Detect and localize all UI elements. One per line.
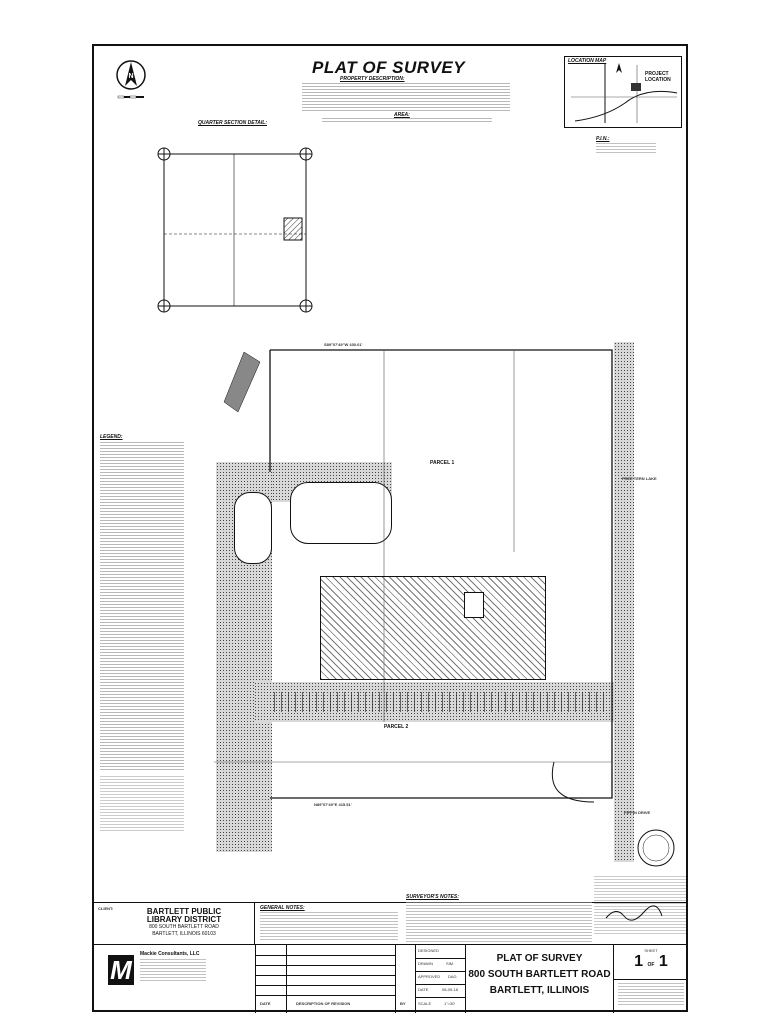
date-value: 08-09-18 — [442, 987, 459, 992]
site-plan: PARCEL 1 PARCEL 2 S89°07'49"W 430.01' N8… — [214, 342, 634, 862]
page-title: PLAT OF SURVEY — [312, 58, 466, 77]
parcel-2-label: PARCEL 2 — [384, 724, 409, 730]
parcel-1-label: PARCEL 1 — [430, 460, 455, 466]
client-address1: 800 SOUTH BARTLETT ROAD — [149, 924, 219, 930]
title-block: M Mackie Consultants, LLC DATE DESCRIPTI… — [94, 944, 688, 1013]
revision-table: DATE DESCRIPTION OF REVISION — [256, 945, 396, 1013]
revision-by-col: BY — [400, 1001, 406, 1006]
sheet-total: 1 — [658, 953, 668, 970]
parking-stalls — [274, 692, 604, 712]
designed-label: DESIGNED — [418, 948, 439, 953]
sheet-block: SHEET 1 OF 1 — [614, 945, 688, 1013]
property-boundary — [214, 349, 613, 803]
approved-label: APPROVED — [418, 974, 441, 979]
revision-desc-col: DESCRIPTION OF REVISION — [296, 1001, 351, 1006]
north-arrow-icon: N — [116, 60, 146, 99]
client-name-line1: BARTLETT PUBLIC — [146, 907, 222, 916]
plat-sheet: N PLAT OF SURVEY PROPERTY DESCRIPTION: A… — [92, 44, 688, 1013]
approved-value: DAG — [448, 974, 457, 979]
sheet-label: SHEET — [644, 948, 658, 953]
location-map: LOCATION MAP PROJECT LOCATION — [564, 56, 682, 128]
property-description-heading: PROPERTY DESCRIPTION: — [340, 76, 405, 82]
certificate-text — [594, 876, 686, 936]
north-line-dimension: S89°07'49"W 430.01' — [324, 342, 363, 347]
project-title-block: PLAT OF SURVEY 800 SOUTH BARTLETT ROAD B… — [466, 945, 614, 1013]
scale-value: 1"=30' — [444, 1001, 456, 1006]
pin-heading: P.I.N.: — [596, 136, 610, 142]
surveyors-notes-heading: SURVEYOR'S NOTES: — [406, 894, 459, 900]
signature-icon — [605, 905, 663, 921]
building-footprint — [320, 576, 546, 680]
client-block: BARTLETT PUBLIC LIBRARY DISTRICT 800 SOU… — [116, 907, 252, 938]
drawn-label: DRAWN — [418, 961, 433, 966]
quarter-section-diagram — [157, 147, 313, 313]
firm-logo: M — [108, 955, 134, 985]
general-notes-text — [260, 912, 398, 942]
firm-block: M Mackie Consultants, LLC — [94, 945, 256, 1013]
client-address2: BARTLETT, ILLINOIS 60103 — [152, 931, 216, 937]
project-location-label: PROJECT LOCATION — [645, 71, 671, 83]
location-map-icon — [571, 63, 678, 123]
project-title-line3: BARTLETT, ILLINOIS — [489, 985, 590, 996]
revision-date-col: DATE — [260, 1001, 271, 1006]
client-name-line2: LIBRARY DISTRICT — [146, 915, 222, 924]
road-label-right: FREE TERN LAKE — [622, 476, 657, 481]
south-line-dimension: N89°07'49"E 415.51' — [314, 802, 352, 807]
meta-block: DESIGNED DRAWN SIM APPROVED DAG DATE 08-… — [416, 945, 466, 1013]
area-heading: AREA: — [394, 112, 410, 118]
road-label-bottom: FIPPIN DRIVE — [624, 810, 651, 815]
general-notes-heading: GENERAL NOTES: — [260, 905, 305, 911]
client-label: CLIENT: — [98, 906, 114, 911]
legend-list — [100, 442, 184, 772]
sheet-number: 1 — [634, 953, 644, 970]
location-map-heading: LOCATION MAP — [568, 58, 607, 64]
legend-heading: LEGEND: — [100, 434, 123, 440]
date-label: DATE — [418, 987, 429, 992]
road-strip — [614, 342, 634, 862]
drawn-value: SIM — [446, 961, 454, 966]
scale-label: SCALE — [418, 1001, 432, 1006]
quarter-section-heading: QUARTER SECTION DETAIL: — [198, 120, 267, 126]
surveyor-seal-icon — [637, 829, 675, 867]
project-title-line1: PLAT OF SURVEY — [496, 953, 583, 964]
project-title-line2: 800 SOUTH BARTLETT ROAD — [468, 969, 611, 980]
property-description-text — [302, 83, 510, 111]
firm-name: Mackie Consultants, LLC — [140, 951, 200, 957]
svg-text:N: N — [128, 73, 133, 80]
surveyors-notes-text — [406, 902, 592, 944]
sheet-of: OF — [647, 962, 655, 968]
